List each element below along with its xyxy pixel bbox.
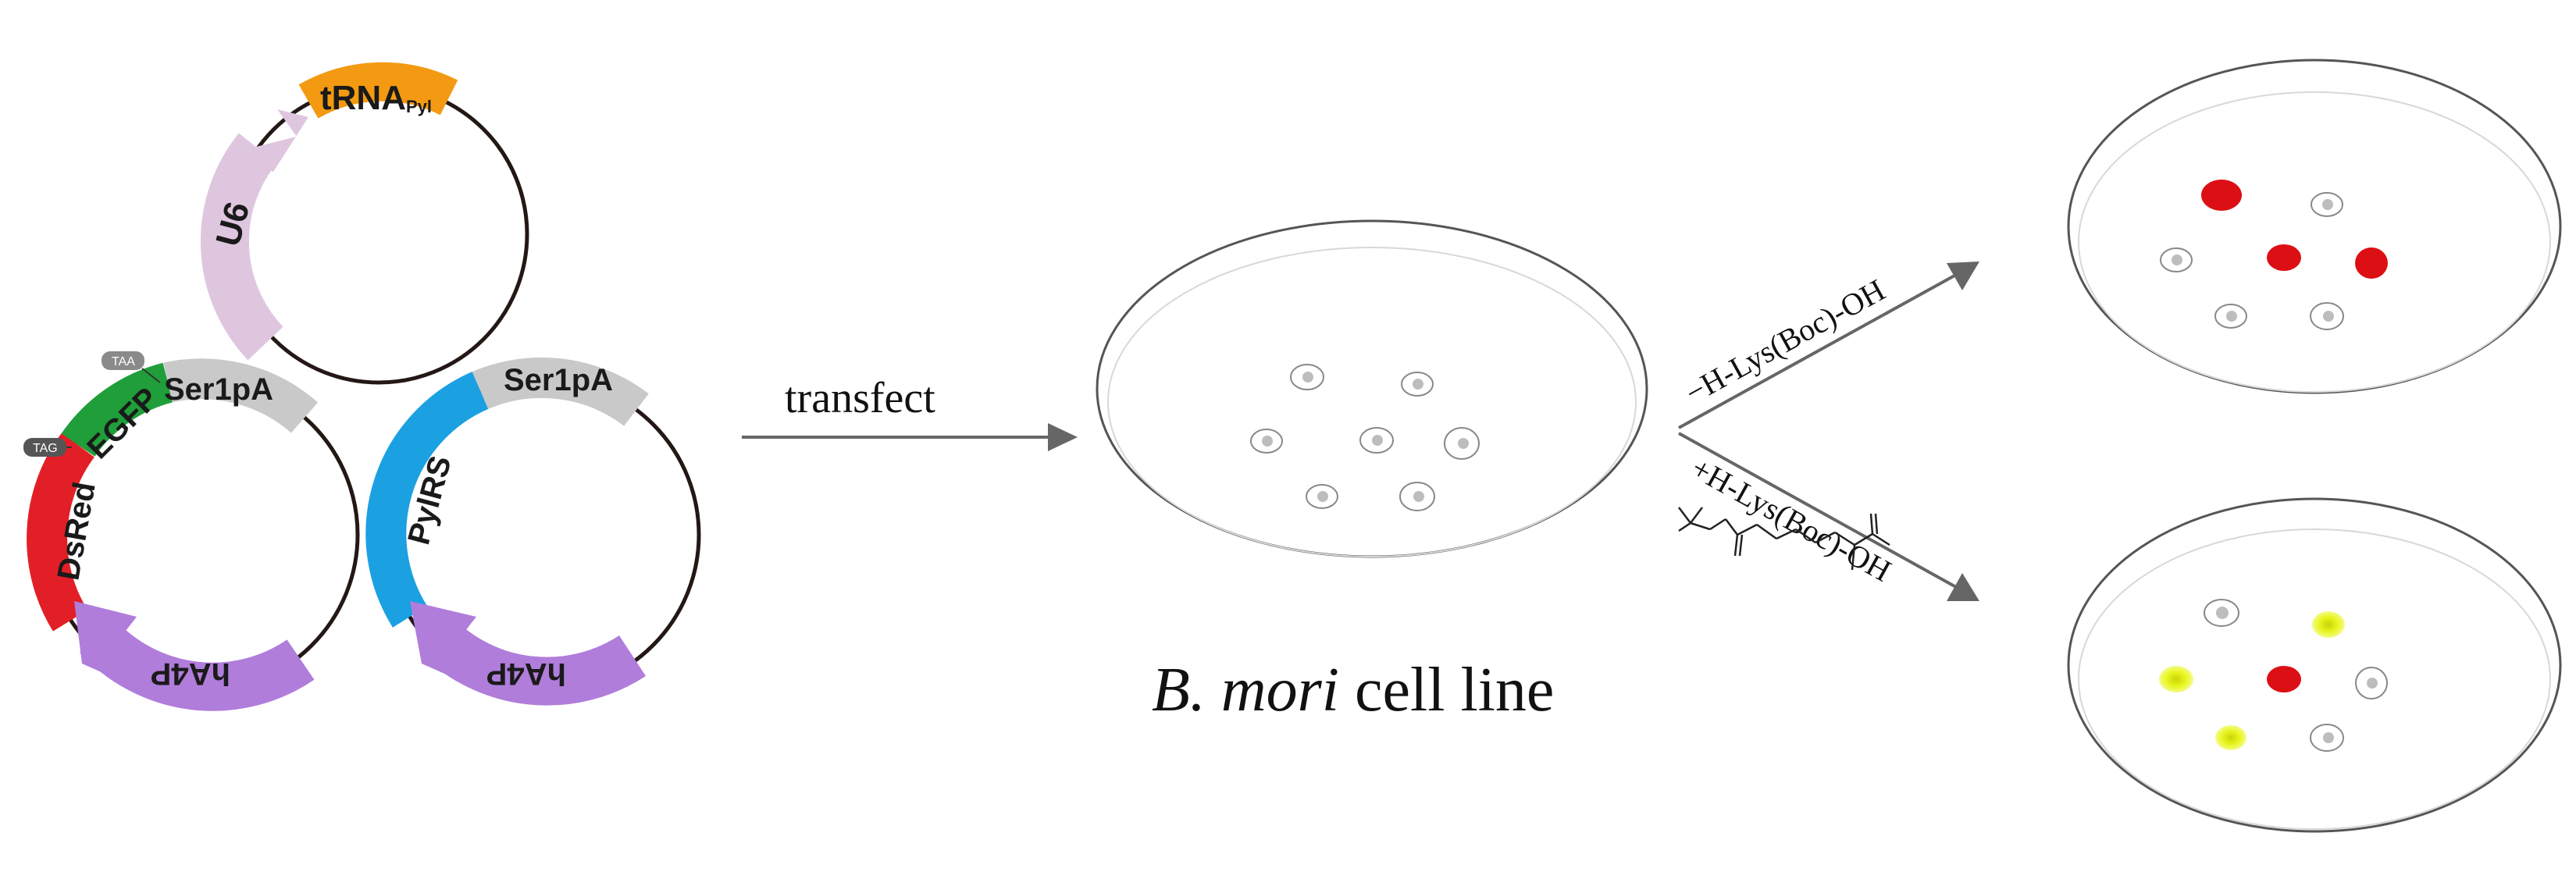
dish-rim <box>1096 219 1648 558</box>
tag-codon-label: TAG <box>33 442 58 455</box>
transfect-arrow: transfect <box>742 374 1078 451</box>
cell <box>1359 427 1394 454</box>
dsred-segment <box>27 432 95 632</box>
cell <box>1306 484 1338 509</box>
plasmid-reporter: DsRed EGFP Ser1pA hA4P TAG TAA <box>23 351 360 711</box>
cell <box>2310 302 2344 330</box>
red-fluorescent-cell <box>2267 666 2301 692</box>
cell <box>2160 247 2193 272</box>
dish-inner <box>1107 247 1637 557</box>
tag-codon-badge <box>23 438 66 457</box>
cell <box>1399 482 1435 511</box>
cell <box>1444 427 1480 460</box>
cell <box>2214 304 2247 329</box>
cell <box>2355 667 2388 699</box>
cell-group <box>1250 364 1480 511</box>
pylrs-segment <box>365 372 489 628</box>
red-fluorescent-cell <box>2201 180 2242 211</box>
dish-inner <box>2078 91 2551 393</box>
petri-dish-initial: B. mori cell line <box>1096 219 1648 724</box>
ha4p-label: hA4P <box>151 657 230 691</box>
ser1pa-segment <box>472 357 649 426</box>
u6-arrowhead <box>234 109 308 172</box>
ha4p-arrowhead <box>74 601 137 679</box>
arrow-down-head <box>1947 573 1979 601</box>
minus-condition-label: −H-Lys(Boc)-OH <box>1680 272 1891 410</box>
cell <box>2311 192 2343 217</box>
transfect-label: transfect <box>785 374 935 422</box>
cell <box>2310 724 2344 752</box>
plasmid-pylrs: PylRS Ser1pA hA4P <box>365 357 701 706</box>
ha4p-arrowhead <box>410 601 476 679</box>
ser1pa-label: Ser1pA <box>164 372 273 407</box>
yellow-fluorescent-cell <box>2159 666 2193 692</box>
arrow-up-head <box>1947 262 1979 290</box>
plasmid-backbone <box>228 84 529 385</box>
dish-rim <box>2067 497 2562 833</box>
red-fluorescent-cell <box>2267 244 2301 271</box>
trna-segment <box>298 62 458 119</box>
taa-codon-badge <box>102 351 144 370</box>
cell <box>1250 429 1283 454</box>
u6-promoter-arrow <box>200 133 283 361</box>
red-fluorescent-cell <box>2355 247 2388 279</box>
cell-group <box>2159 599 2388 752</box>
petri-dish-plus <box>2067 497 2562 833</box>
ha4p-promoter-arrow <box>420 618 646 706</box>
yellow-fluorescent-cell <box>2312 611 2345 638</box>
cell <box>1290 364 1324 390</box>
ser1pa-label: Ser1pA <box>504 363 613 397</box>
boc-lysine-structure <box>1678 507 1890 571</box>
ha4p-label: hA4P <box>486 657 566 691</box>
cell <box>2204 599 2239 627</box>
arrow-up-line <box>1678 273 1957 429</box>
plus-condition-label: +H-Lys(Boc)-OH <box>1686 450 1897 589</box>
ser1pa-segment <box>163 358 319 433</box>
petri-dish-minus <box>2067 59 2562 394</box>
yellow-fluorescent-cell <box>2215 725 2246 750</box>
arrow-down-line <box>1678 432 1957 589</box>
branch-arrows: −H-Lys(Boc)-OH +H-Lys(Boc)-OH <box>1678 262 1979 601</box>
cell-line-caption: B. mori cell line <box>1152 656 1554 724</box>
plasmid-trna: U6 tRNAPyl <box>200 62 529 385</box>
dish-rim <box>2067 59 2562 394</box>
cell-group <box>2160 180 2388 330</box>
arrow-head <box>1048 423 1078 451</box>
egfp-segment <box>61 362 173 457</box>
cell <box>1401 372 1434 397</box>
taa-codon-label: TAA <box>112 355 135 368</box>
ha4p-promoter-arrow <box>80 619 315 711</box>
trna-label: tRNAPyl <box>320 79 432 117</box>
dish-inner <box>2078 529 2551 830</box>
